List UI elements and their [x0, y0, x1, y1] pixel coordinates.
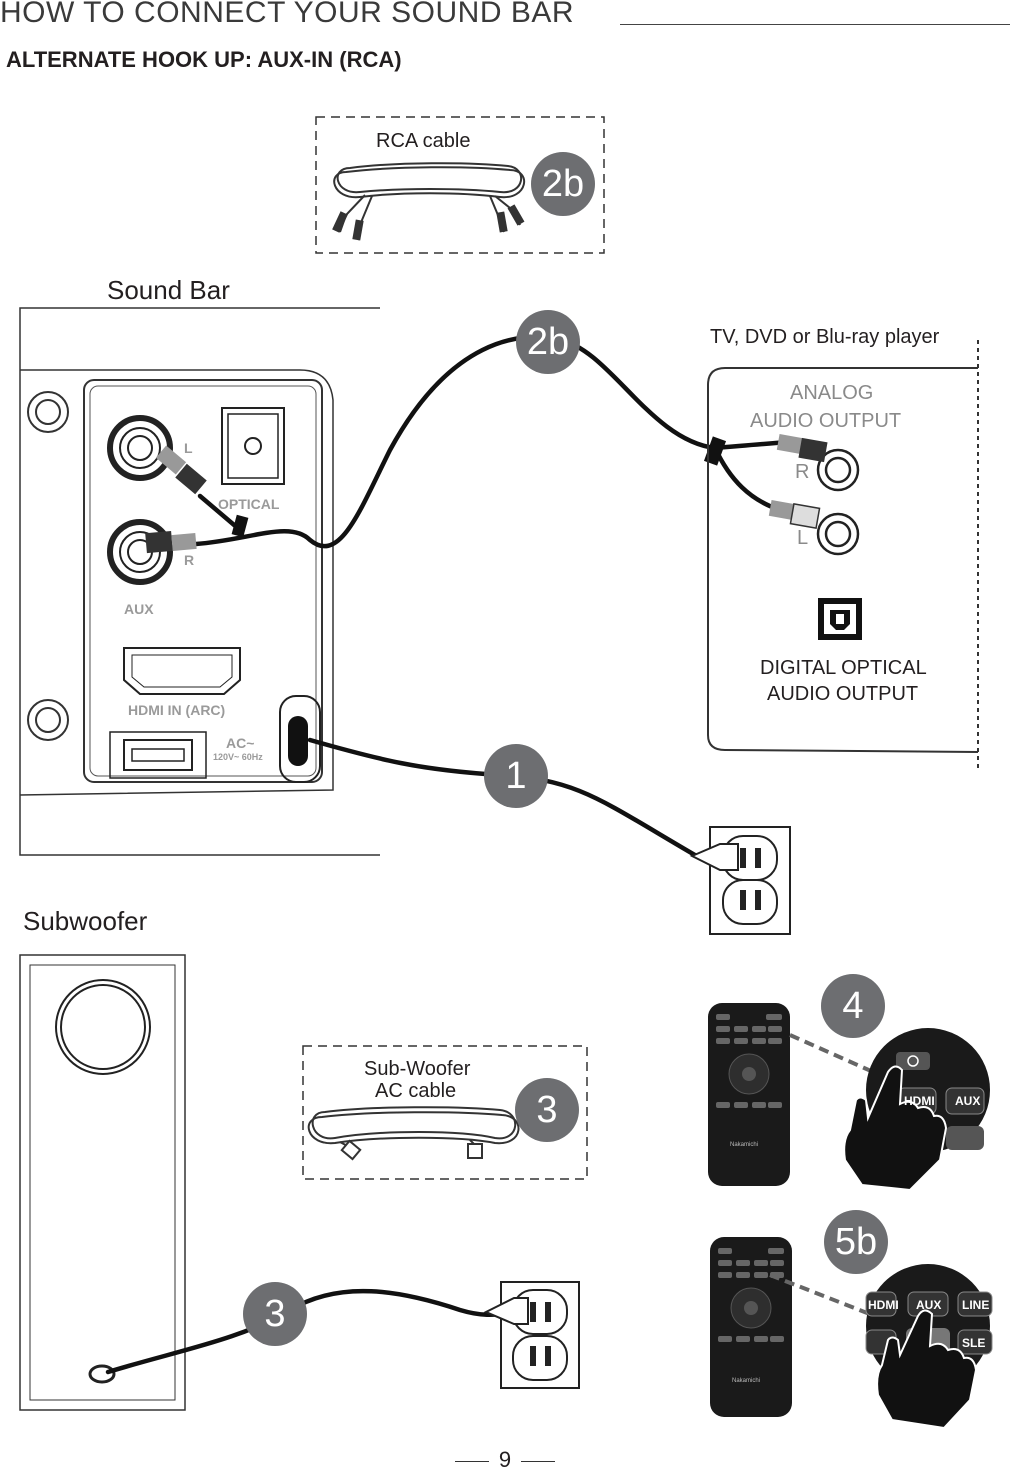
digital-output-label: DIGITAL OPTICAL: [760, 657, 927, 679]
step-badge-4: 4: [821, 974, 885, 1038]
aux-key-label: AUX: [955, 1094, 981, 1108]
soundbar-label: Sound Bar: [107, 275, 230, 305]
step-badge-1: 1: [484, 744, 548, 808]
page-title: HOW TO CONNECT YOUR SOUND BAR: [0, 0, 575, 29]
step-badge-2b: 2b: [531, 152, 595, 216]
ac-label: AC~: [226, 735, 255, 751]
hdmi-key-label: HDMI: [868, 1298, 899, 1312]
aux-label: AUX: [124, 601, 154, 617]
step-badge-3: 3: [243, 1282, 307, 1346]
sle-key-label: SLE: [962, 1336, 986, 1350]
hdmi-port: [123, 647, 241, 695]
subwoofer-label: Subwoofer: [23, 906, 148, 936]
mounting-screw: [27, 391, 69, 741]
soundbar-inner-line: [19, 369, 334, 796]
power-plug: [483, 1297, 529, 1325]
remote-brand: Nakamichi: [732, 1378, 761, 1384]
rca-plug-soundbar: [145, 445, 207, 554]
soundbar-panel-inner: [89, 385, 317, 777]
hand-icon: [843, 1065, 948, 1192]
soundbar-outline: [19, 307, 380, 856]
sub-cable-box: [302, 1045, 588, 1180]
rca-cable: [193, 334, 793, 549]
rca-plugs: [332, 204, 525, 241]
optical-port: [221, 407, 285, 485]
wall-outlet: [500, 1281, 580, 1389]
tv-right-label: R: [795, 461, 810, 483]
ac-spec-label: 120V~ 60Hz: [213, 752, 263, 762]
tv-optical-port: [818, 598, 862, 640]
rca-cable-label: RCA cable: [376, 130, 471, 152]
subwoofer-driver: [55, 979, 151, 1075]
remote-brand: Nakamichi: [730, 1142, 759, 1148]
step-badge-2b: 2b: [516, 310, 580, 374]
ac-inlet: [279, 695, 321, 783]
usb-port: [109, 731, 207, 779]
analog-output-label: ANALOG: [790, 382, 874, 404]
aux-jack: [107, 415, 173, 585]
digital-output-label-2: AUDIO OUTPUT: [767, 683, 919, 705]
sub-power-wire: [105, 1288, 513, 1375]
line-key-label: LINE: [962, 1298, 990, 1312]
aux-right-label: R: [184, 552, 195, 568]
hdmi-label: HDMI IN (ARC): [128, 702, 226, 718]
aux-key-label: AUX: [916, 1298, 942, 1312]
optical-label: OPTICAL: [218, 496, 280, 512]
page-number-text: 9: [498, 1447, 512, 1472]
tv-label: TV, DVD or Blu-ray player: [710, 326, 940, 348]
soundbar-panel: [83, 379, 323, 783]
tv-rca-jack: [816, 448, 860, 556]
tv-left-label: L: [797, 527, 809, 549]
hdmi-key-label: HDMI: [904, 1094, 935, 1108]
rca-cable-box: [315, 116, 605, 254]
rca-plug-tv: [768, 434, 828, 529]
step-badge-5b: 5b: [824, 1210, 888, 1274]
tv-panel: [707, 367, 979, 753]
sub-cable-illustration: [307, 1106, 520, 1151]
wall-outlet: [709, 826, 791, 935]
rca-cable-illustration: [333, 162, 526, 241]
subwoofer-inlet: [88, 1364, 116, 1384]
sub-cable-label: Sub-Woofer: [364, 1058, 471, 1080]
sub-cable-label-2: AC cable: [375, 1080, 457, 1102]
title-rule: [620, 24, 1010, 25]
page-number: 9: [0, 1447, 1010, 1473]
aux-left-label: L: [184, 440, 193, 456]
power-plug: [689, 843, 739, 871]
section-subtitle: ALTERNATE HOOK UP: AUX-IN (RCA): [6, 47, 402, 72]
analog-output-label-2: AUDIO OUTPUT: [750, 410, 902, 432]
step-badge-3: 3: [515, 1078, 579, 1142]
hand-icon: [876, 1309, 978, 1430]
subwoofer-outline: [19, 954, 186, 1411]
